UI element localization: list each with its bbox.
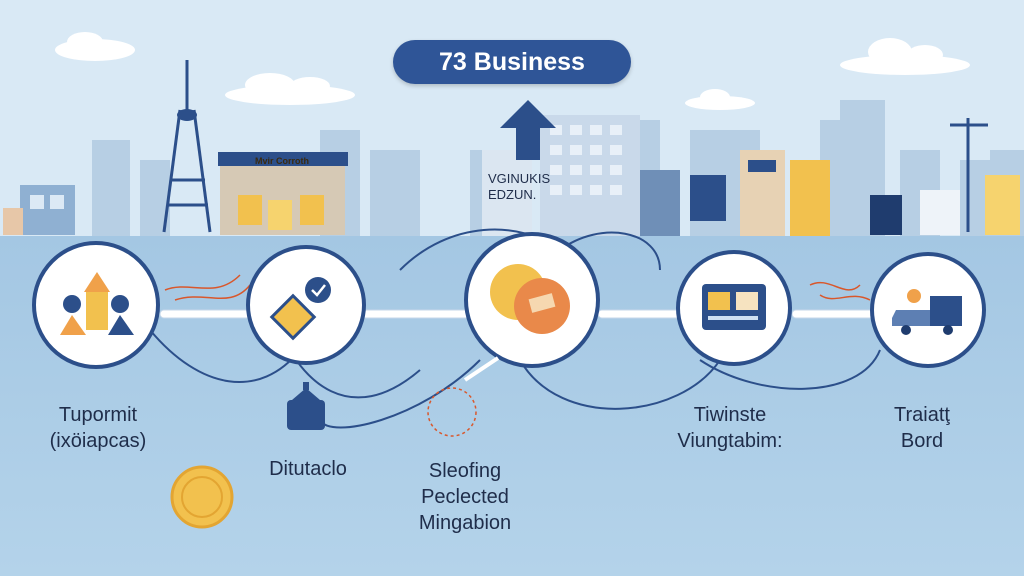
step-4-label-line2: Viungtabim: [677,430,783,452]
coins-icon [490,264,570,334]
id-card-icon [702,284,766,330]
step-1-label-line2: (ixöiapcas) [49,430,147,452]
step-3-label: Sleofing Peclected Mingabion [398,458,532,536]
step-circle-1 [32,241,160,369]
tower-text-line1: VGINUKIS [488,171,551,186]
step-circle-3 [464,232,600,368]
power-pole [950,118,988,232]
step-5-label: Traiatţ Bord [872,402,972,454]
step-4-label: Tiwinste Viungtabim: [660,402,800,454]
target-icon [427,387,477,437]
step-4-label-line1: Tiwinste [693,404,767,426]
step-3-label-line1: Sleofing [428,460,502,482]
up-arrow-icon [500,100,556,160]
title-banner: 73 Business [393,40,631,84]
scribble-marks [164,274,871,301]
step-circle-4 [676,250,792,366]
lamp-icon [287,382,325,430]
delivery-truck-icon [892,289,962,335]
team-growth-icon [60,272,134,335]
step-1-label-line1: Tupormit [58,404,138,426]
step-circle-5 [870,252,986,368]
tower-text: VGINUKIS EDZUN. [488,171,550,203]
diamond-check-icon [269,277,331,341]
step-circle-2 [246,245,366,365]
clouds [55,32,970,110]
connector-bars [159,309,879,319]
coin-icon [170,465,234,529]
foreground-buildings [3,115,1020,236]
step-3-label-line2: Peclected [421,486,509,508]
tv-tower [162,60,212,233]
pointer-line [463,356,500,382]
step-2-label: Ditutaclo [248,456,368,482]
tower-text-line2: EDZUN. [488,187,537,202]
step-5-label-line2: Bord [900,430,944,452]
step-2-label-line1: Ditutaclo [269,458,347,480]
step-1-label: Tupormit (ixöiapcas) [36,402,160,454]
step-3-label-line3: Mingabion [418,512,512,534]
step-5-label-line1: Traiatţ [894,404,950,426]
building-sign: Mvir Corroth [255,156,309,166]
